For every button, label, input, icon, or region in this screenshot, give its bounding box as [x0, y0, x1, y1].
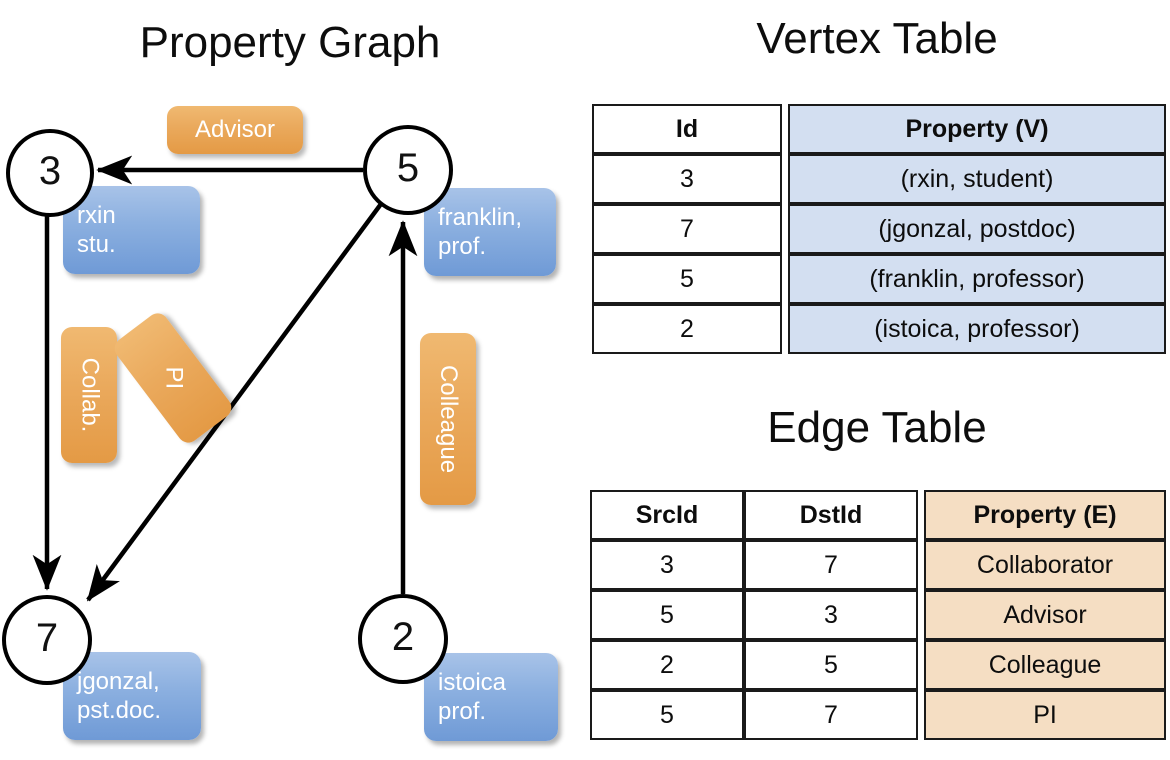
table-row[interactable]: 2 5 Colleague — [590, 640, 1166, 690]
table-row[interactable]: 5 3 Advisor — [590, 590, 1166, 640]
edge-row-3-src: 5 — [590, 690, 744, 740]
vertex-row-2-id: 5 — [592, 254, 782, 304]
edge-label-collab-text: Collab. — [76, 357, 103, 433]
edge-row-2-property: Colleague — [924, 640, 1166, 690]
table-row[interactable]: 5 (franklin, professor) — [592, 254, 1166, 304]
graph-node-7[interactable]: 7 — [2, 595, 92, 685]
edge-row-2-dst: 5 — [744, 640, 918, 690]
edge-row-0-property: Collaborator — [924, 540, 1166, 590]
page-title-vertex-table: Vertex Table — [756, 14, 998, 63]
table-row[interactable]: 3 (rxin, student) — [592, 154, 1166, 204]
edge-row-1-dst: 3 — [744, 590, 918, 640]
graph-node-3-label: 3 — [38, 149, 62, 193]
edge-row-3-dst: 7 — [744, 690, 918, 740]
edge-label-colleague-text: Colleague — [435, 364, 462, 474]
graph-node-5-label: 5 — [396, 146, 420, 190]
property-graph-diagram — [32, 155, 418, 602]
edge-line-pi — [86, 202, 383, 602]
node-property-box-7[interactable]: jgonzal, pst.doc. — [63, 652, 201, 740]
table-row[interactable]: 5 7 PI — [590, 690, 1166, 740]
node-property-box-5[interactable]: franklin, prof. — [424, 188, 556, 276]
vertex-table: Id Property (V) 3 (rxin, student) 7 (jgo… — [592, 104, 1166, 354]
edge-table-header-row: SrcId DstId Property (E) — [590, 490, 1166, 540]
edge-label-collab[interactable]: Collab. — [61, 327, 117, 463]
edge-row-2-src: 2 — [590, 640, 744, 690]
graph-node-2-label: 2 — [391, 615, 415, 659]
edge-row-1-src: 5 — [590, 590, 744, 640]
edge-label-advisor-text: Advisor — [194, 116, 276, 143]
edge-table-header-dstid: DstId — [744, 490, 918, 540]
table-row[interactable]: 2 (istoica, professor) — [592, 304, 1166, 354]
vertex-row-1-id: 7 — [592, 204, 782, 254]
node-property-7-line1: jgonzal, — [77, 667, 160, 695]
vertex-row-2-property: (franklin, professor) — [788, 254, 1166, 304]
edge-label-colleague[interactable]: Colleague — [420, 333, 476, 505]
page-title-property-graph: Property Graph — [139, 18, 441, 67]
edge-row-0-dst: 7 — [744, 540, 918, 590]
graph-node-2[interactable]: 2 — [358, 594, 448, 684]
edge-table-header-property: Property (E) — [924, 490, 1166, 540]
graph-node-5[interactable]: 5 — [363, 125, 453, 215]
edge-table: SrcId DstId Property (E) 3 7 Collaborato… — [590, 490, 1166, 740]
vertex-table-header-id: Id — [592, 104, 782, 154]
node-property-5-line2: prof. — [438, 233, 487, 260]
edge-row-3-property: PI — [924, 690, 1166, 740]
page-title-edge-table: Edge Table — [767, 403, 987, 452]
node-property-box-3[interactable]: rxin stu. — [63, 186, 200, 274]
table-row[interactable]: 7 (jgonzal, postdoc) — [592, 204, 1166, 254]
node-property-3-line1: rxin — [77, 201, 116, 229]
graph-node-7-label: 7 — [35, 616, 59, 660]
graph-node-3[interactable]: 3 — [6, 129, 94, 217]
table-row[interactable]: 3 7 Collaborator — [590, 540, 1166, 590]
node-property-5-line1: franklin, — [438, 203, 523, 231]
edge-label-pi-text: PI — [160, 366, 187, 390]
vertex-table-header-row: Id Property (V) — [592, 104, 1166, 154]
edge-table-header-srcid: SrcId — [590, 490, 744, 540]
node-property-box-2[interactable]: istoica prof. — [424, 653, 558, 741]
vertex-row-0-property: (rxin, student) — [788, 154, 1166, 204]
edge-label-advisor[interactable]: Advisor — [167, 106, 303, 154]
node-property-2-line2: prof. — [438, 698, 487, 725]
edge-row-1-property: Advisor — [924, 590, 1166, 640]
node-property-3-line2: stu. — [77, 231, 116, 258]
node-property-7-line2: pst.doc. — [77, 697, 162, 724]
node-property-2-line1: istoica — [438, 668, 507, 696]
vertex-row-3-property: (istoica, professor) — [788, 304, 1166, 354]
edge-row-0-src: 3 — [590, 540, 744, 590]
vertex-row-1-property: (jgonzal, postdoc) — [788, 204, 1166, 254]
vertex-row-0-id: 3 — [592, 154, 782, 204]
vertex-row-3-id: 2 — [592, 304, 782, 354]
vertex-table-header-property: Property (V) — [788, 104, 1166, 154]
